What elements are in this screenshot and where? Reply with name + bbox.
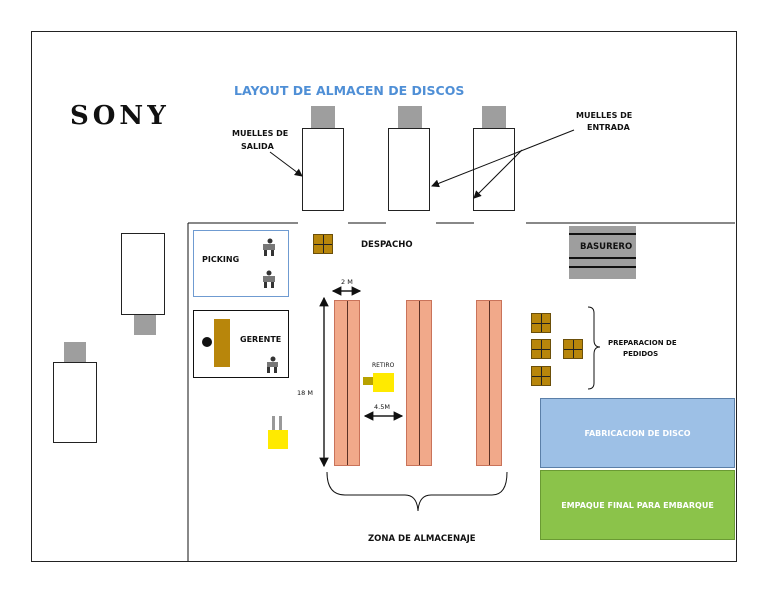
- muelles-salida-line2: SALIDA: [241, 142, 274, 151]
- gerente-worker-icon: [267, 356, 278, 373]
- muelles-entrada-line1: MUELLES DE: [576, 111, 633, 120]
- basurero-stripe-2: [569, 257, 636, 259]
- basurero-stripe-1: [569, 233, 636, 235]
- basurero-area: BASURERO: [569, 226, 636, 279]
- retiro-forklift-fork: [363, 377, 373, 385]
- dock-truck-2: [388, 128, 430, 211]
- basurero-stripe-3: [569, 266, 636, 268]
- zona-almacenaje-label: ZONA DE ALMACENAJE: [368, 534, 476, 544]
- preparacion-box-3-icon: [563, 339, 583, 359]
- dimension-height-label: 18 M: [297, 389, 313, 397]
- dock-truck-3-cab: [482, 106, 506, 128]
- forklift-left-fork-1: [272, 416, 275, 430]
- picking-worker-2-icon: [263, 270, 275, 288]
- despacho-label: DESPACHO: [361, 240, 413, 250]
- gerente-chair-icon: [202, 337, 212, 347]
- left-truck-upper-cab: [134, 315, 156, 335]
- despacho-box-icon: [313, 234, 333, 254]
- storage-rack-3: [476, 300, 502, 466]
- gerente-label: GERENTE: [240, 335, 282, 344]
- preparacion-box-1-icon: [531, 313, 551, 333]
- gerente-desk-icon: [214, 319, 230, 367]
- muelles-salida-line1: MUELLES DE: [232, 129, 289, 138]
- left-truck-upper: [121, 233, 165, 315]
- sony-logo: SONY: [70, 101, 170, 131]
- retiro-forklift-icon: [373, 373, 394, 392]
- muelles-entrada-line2: ENTRADA: [587, 123, 630, 132]
- preparacion-box-4-icon: [531, 366, 551, 386]
- basurero-label: BASURERO: [580, 242, 633, 252]
- retiro-label: RETIRO: [372, 362, 395, 369]
- storage-rack-2: [406, 300, 432, 466]
- dimension-width-label: 2 M: [341, 278, 353, 286]
- diagram-title: LAYOUT DE ALMACEN DE DISCOS: [234, 83, 465, 98]
- gerente-office: GERENTE: [193, 310, 289, 378]
- fabricacion-label: FABRICACION DE DISCO: [584, 428, 691, 438]
- preparacion-line1: PREPARACION DE: [608, 339, 677, 347]
- preparacion-box-2-icon: [531, 339, 551, 359]
- preparacion-line2: PEDIDOS: [623, 350, 659, 358]
- left-truck-lower: [53, 362, 97, 443]
- dock-truck-1: [302, 128, 344, 211]
- dimension-aisle-label: 4.5M: [374, 403, 390, 411]
- forklift-left-body: [268, 430, 288, 449]
- empaque-area: EMPAQUE FINAL PARA EMBARQUE: [540, 470, 735, 540]
- diagram-frame: [31, 31, 737, 562]
- fabricacion-area: FABRICACION DE DISCO: [540, 398, 735, 468]
- left-truck-lower-cab: [64, 342, 86, 362]
- forklift-left-icon: [268, 416, 288, 450]
- forklift-left-fork-2: [279, 416, 282, 430]
- storage-rack-1: [334, 300, 360, 466]
- dock-truck-1-cab: [311, 106, 335, 128]
- dock-truck-2-cab: [398, 106, 422, 128]
- empaque-label: EMPAQUE FINAL PARA EMBARQUE: [561, 500, 714, 510]
- picking-worker-1-icon: [263, 238, 275, 256]
- picking-label: PICKING: [202, 255, 240, 264]
